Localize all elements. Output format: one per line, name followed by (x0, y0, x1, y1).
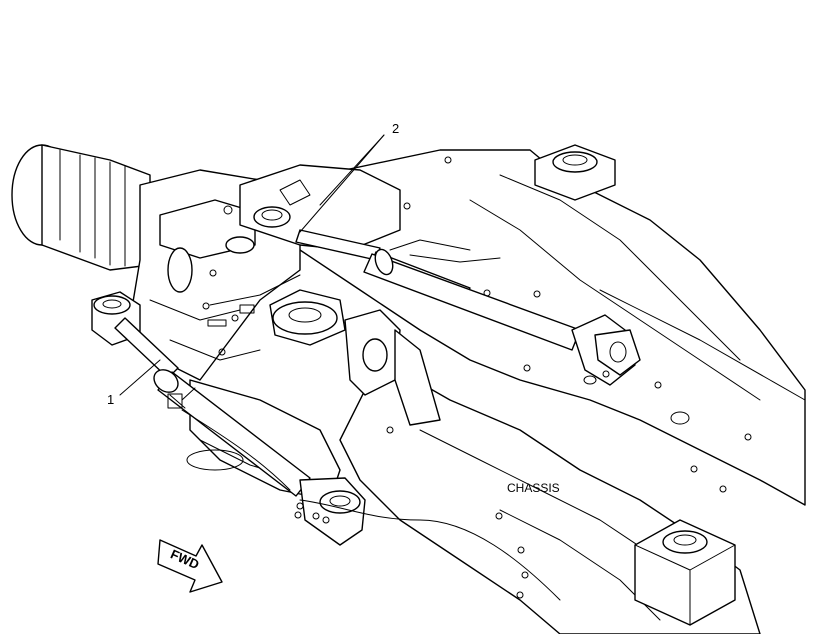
callout-2: 2 (392, 121, 399, 136)
forward-direction-arrow: FWD (157, 539, 223, 593)
center-pivot (223, 156, 452, 426)
callout-2-leader-b (299, 134, 385, 233)
leader-lines (119, 134, 385, 396)
callout-1: 1 (107, 392, 114, 407)
chassis-label: CHASSIS (507, 481, 560, 495)
steering-cylinder-2 (295, 229, 641, 386)
callout-1-leader (119, 359, 161, 396)
steering-cylinder-1 (91, 291, 561, 601)
rear-mount-block (634, 519, 736, 626)
